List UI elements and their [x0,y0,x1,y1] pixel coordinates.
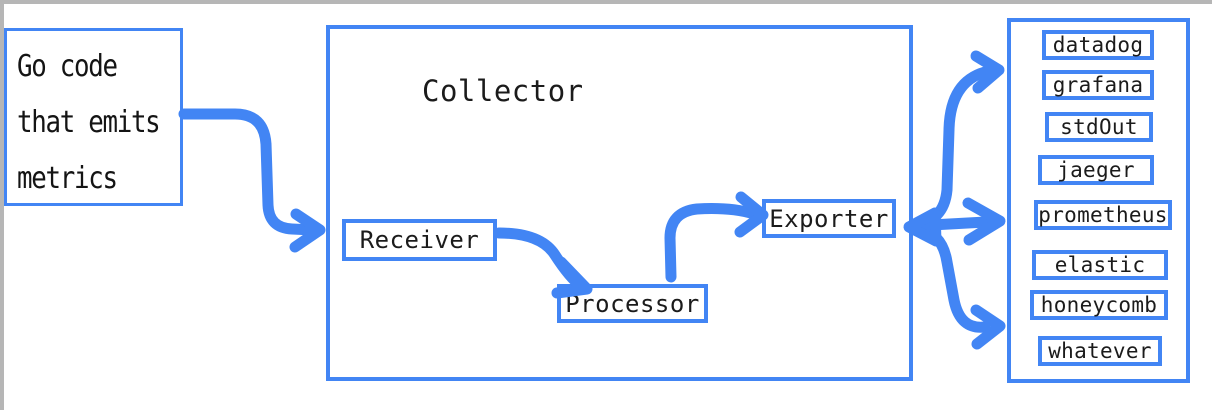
destination-label: whatever [1048,339,1152,363]
arrow-exporter-to-destinations-up-head [970,50,1005,94]
destination-label: honeycomb [1040,293,1158,317]
source-line-2: that emits [17,105,161,140]
destination-prometheus[interactable]: prometheus [1034,200,1172,230]
arrow-head-into-collector-wall-head [903,207,942,247]
source-line-1: Go code [17,49,118,84]
stage-exporter-label: Exporter [769,204,889,233]
destination-label: elastic [1054,253,1146,277]
arrow-exporter-to-destinations-mid [907,216,992,232]
go-code-source-box[interactable]: Go code that emits metrics [4,28,183,206]
stage-exporter[interactable]: Exporter [762,199,896,238]
arrow-exporter-to-destinations-down-head [970,304,1006,350]
source-line-3: metrics [17,161,118,196]
stage-processor-label: Processor [565,289,700,318]
collector-title: Collector [422,74,584,108]
destination-stdOut[interactable]: stdOut [1045,112,1153,142]
stage-receiver[interactable]: Receiver [342,219,497,261]
destination-label: prometheus [1038,203,1168,227]
destination-label: stdOut [1060,115,1138,139]
stage-receiver-label: Receiver [359,226,480,254]
destination-label: datadog [1052,33,1144,57]
arrow-exporter-to-destinations-mid-head [962,197,1006,246]
destination-honeycomb[interactable]: honeycomb [1030,290,1168,320]
destination-jaeger[interactable]: jaeger [1038,155,1154,185]
destination-grafana[interactable]: grafana [1042,70,1154,100]
destination-elastic[interactable]: elastic [1032,250,1168,280]
page-edge-strip-top [0,0,1212,4]
stage-processor[interactable]: Processor [557,284,708,323]
destination-whatever[interactable]: whatever [1038,336,1162,366]
arrow-exporter-to-destinations-down [907,222,991,333]
arrow-source-to-receiver-head [289,208,326,253]
destination-label: grafana [1052,73,1144,97]
arrow-source-to-receiver [178,108,319,236]
destination-datadog[interactable]: datadog [1042,30,1154,60]
destination-label: jaeger [1057,158,1135,182]
page-edge-strip-left [0,0,4,410]
arrow-exporter-to-destinations-up [907,66,991,231]
